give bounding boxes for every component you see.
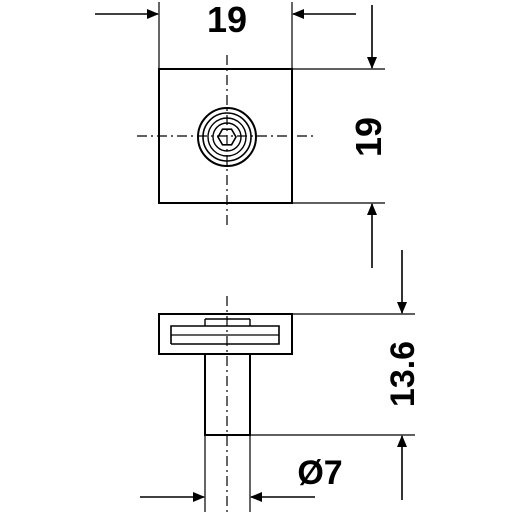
hex-socket <box>217 128 237 146</box>
cam-outer-ring <box>197 107 257 167</box>
diameter-label: Ø7 <box>297 454 342 492</box>
head-inner-detail <box>170 325 280 345</box>
cam-ring-3 <box>207 117 247 157</box>
side-view-head <box>158 313 293 355</box>
cam-ring-4 <box>212 122 242 152</box>
side-view <box>158 296 293 512</box>
length-label: 13.6 <box>384 341 422 407</box>
diameter-dimension <box>140 435 315 512</box>
width-dimension <box>95 2 356 69</box>
cam-ring-2 <box>202 112 252 162</box>
width-label: 19 <box>207 0 247 40</box>
length-dimension <box>250 250 415 500</box>
top-view <box>137 55 316 225</box>
side-view-shank <box>204 353 251 436</box>
height-label: 19 <box>348 117 389 157</box>
height-dimension <box>292 5 385 268</box>
